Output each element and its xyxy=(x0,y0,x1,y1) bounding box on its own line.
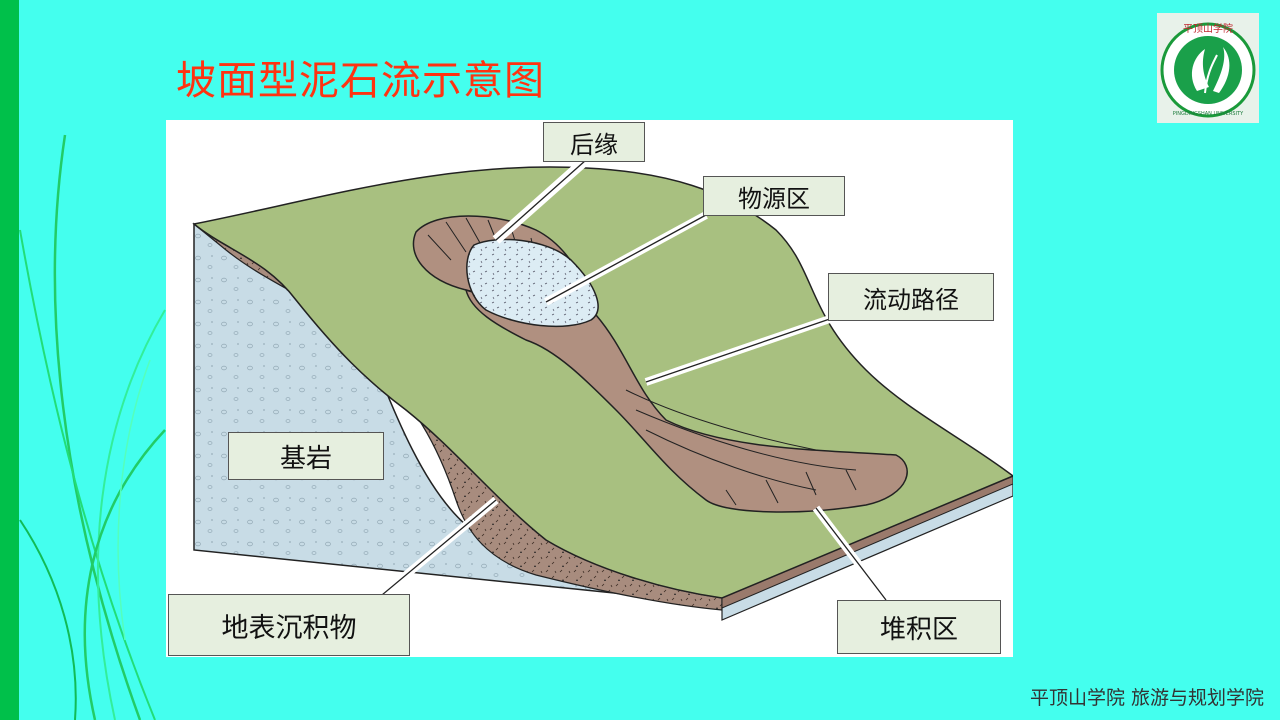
label-bedrock: 基岩 xyxy=(228,432,384,480)
logo-chinese-text: 平顶山学院 xyxy=(1183,22,1233,35)
label-back-edge: 后缘 xyxy=(543,122,645,162)
university-logo: 平顶山学院 PINGDINGSHAN UNIVERSITY xyxy=(1157,13,1259,123)
debris-flow-diagram: 后缘 物源区 流动路径 基岩 地表沉积物 堆积区 xyxy=(166,120,1013,657)
label-source-area: 物源区 xyxy=(703,176,845,216)
logo-english-text: PINGDINGSHAN UNIVERSITY xyxy=(1173,111,1244,117)
label-flow-path: 流动路径 xyxy=(828,273,994,321)
label-deposition-zone: 堆积区 xyxy=(837,600,1001,654)
page-title: 坡面型泥石流示意图 xyxy=(176,48,545,106)
label-surface-deposits: 地表沉积物 xyxy=(168,594,410,656)
footer-text: 平顶山学院 旅游与规划学院 xyxy=(1030,683,1264,710)
